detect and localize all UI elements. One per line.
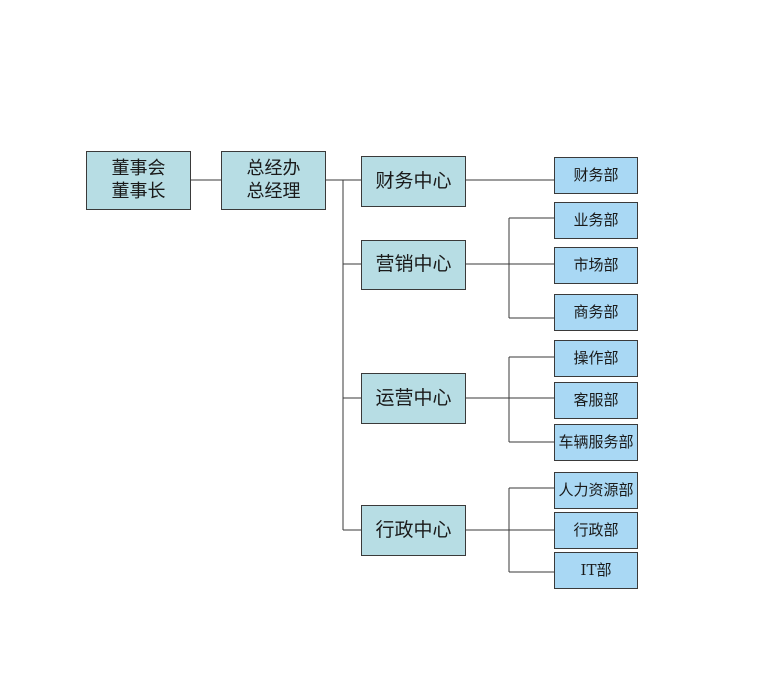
center-box-operations: 运营中心 [361, 373, 466, 424]
gm-office-box: 总经办 总经理 [221, 151, 326, 210]
dept-box-finance: 财务部 [554, 157, 638, 194]
dept-label: 市场部 [573, 256, 619, 275]
dept-box-admin: 行政部 [554, 512, 638, 549]
dept-box-it: IT部 [554, 552, 638, 589]
board-box: 董事会 董事长 [86, 151, 191, 210]
center-label: 运营中心 [375, 386, 452, 409]
dept-box-hr: 人力资源部 [554, 472, 638, 509]
dept-label: 操作部 [573, 349, 619, 368]
dept-box-customer-service: 客服部 [554, 382, 638, 419]
center-box-marketing: 营销中心 [361, 240, 466, 290]
dept-box-vehicle-service: 车辆服务部 [554, 424, 638, 461]
dept-label: 人力资源部 [558, 481, 634, 500]
general-manager-label: 总经理 [246, 180, 301, 202]
dept-box-commerce: 商务部 [554, 294, 638, 331]
chairman-label: 董事长 [111, 180, 166, 202]
dept-label: 车辆服务部 [558, 433, 634, 452]
gm-office-label: 总经办 [246, 158, 301, 179]
dept-label: 客服部 [573, 391, 619, 410]
center-box-finance: 财务中心 [361, 156, 466, 207]
center-label: 营销中心 [375, 253, 452, 276]
dept-label: 业务部 [573, 211, 619, 230]
dept-label: 行政部 [573, 521, 619, 540]
board-label: 董事会 [111, 158, 166, 179]
center-label: 行政中心 [375, 518, 452, 541]
center-label: 财务中心 [375, 169, 452, 192]
dept-label: IT部 [580, 561, 612, 580]
center-box-admin: 行政中心 [361, 505, 466, 556]
dept-box-business: 业务部 [554, 202, 638, 239]
dept-box-market: 市场部 [554, 247, 638, 284]
dept-label: 商务部 [573, 303, 619, 322]
dept-box-operation: 操作部 [554, 340, 638, 377]
dept-label: 财务部 [573, 166, 619, 185]
